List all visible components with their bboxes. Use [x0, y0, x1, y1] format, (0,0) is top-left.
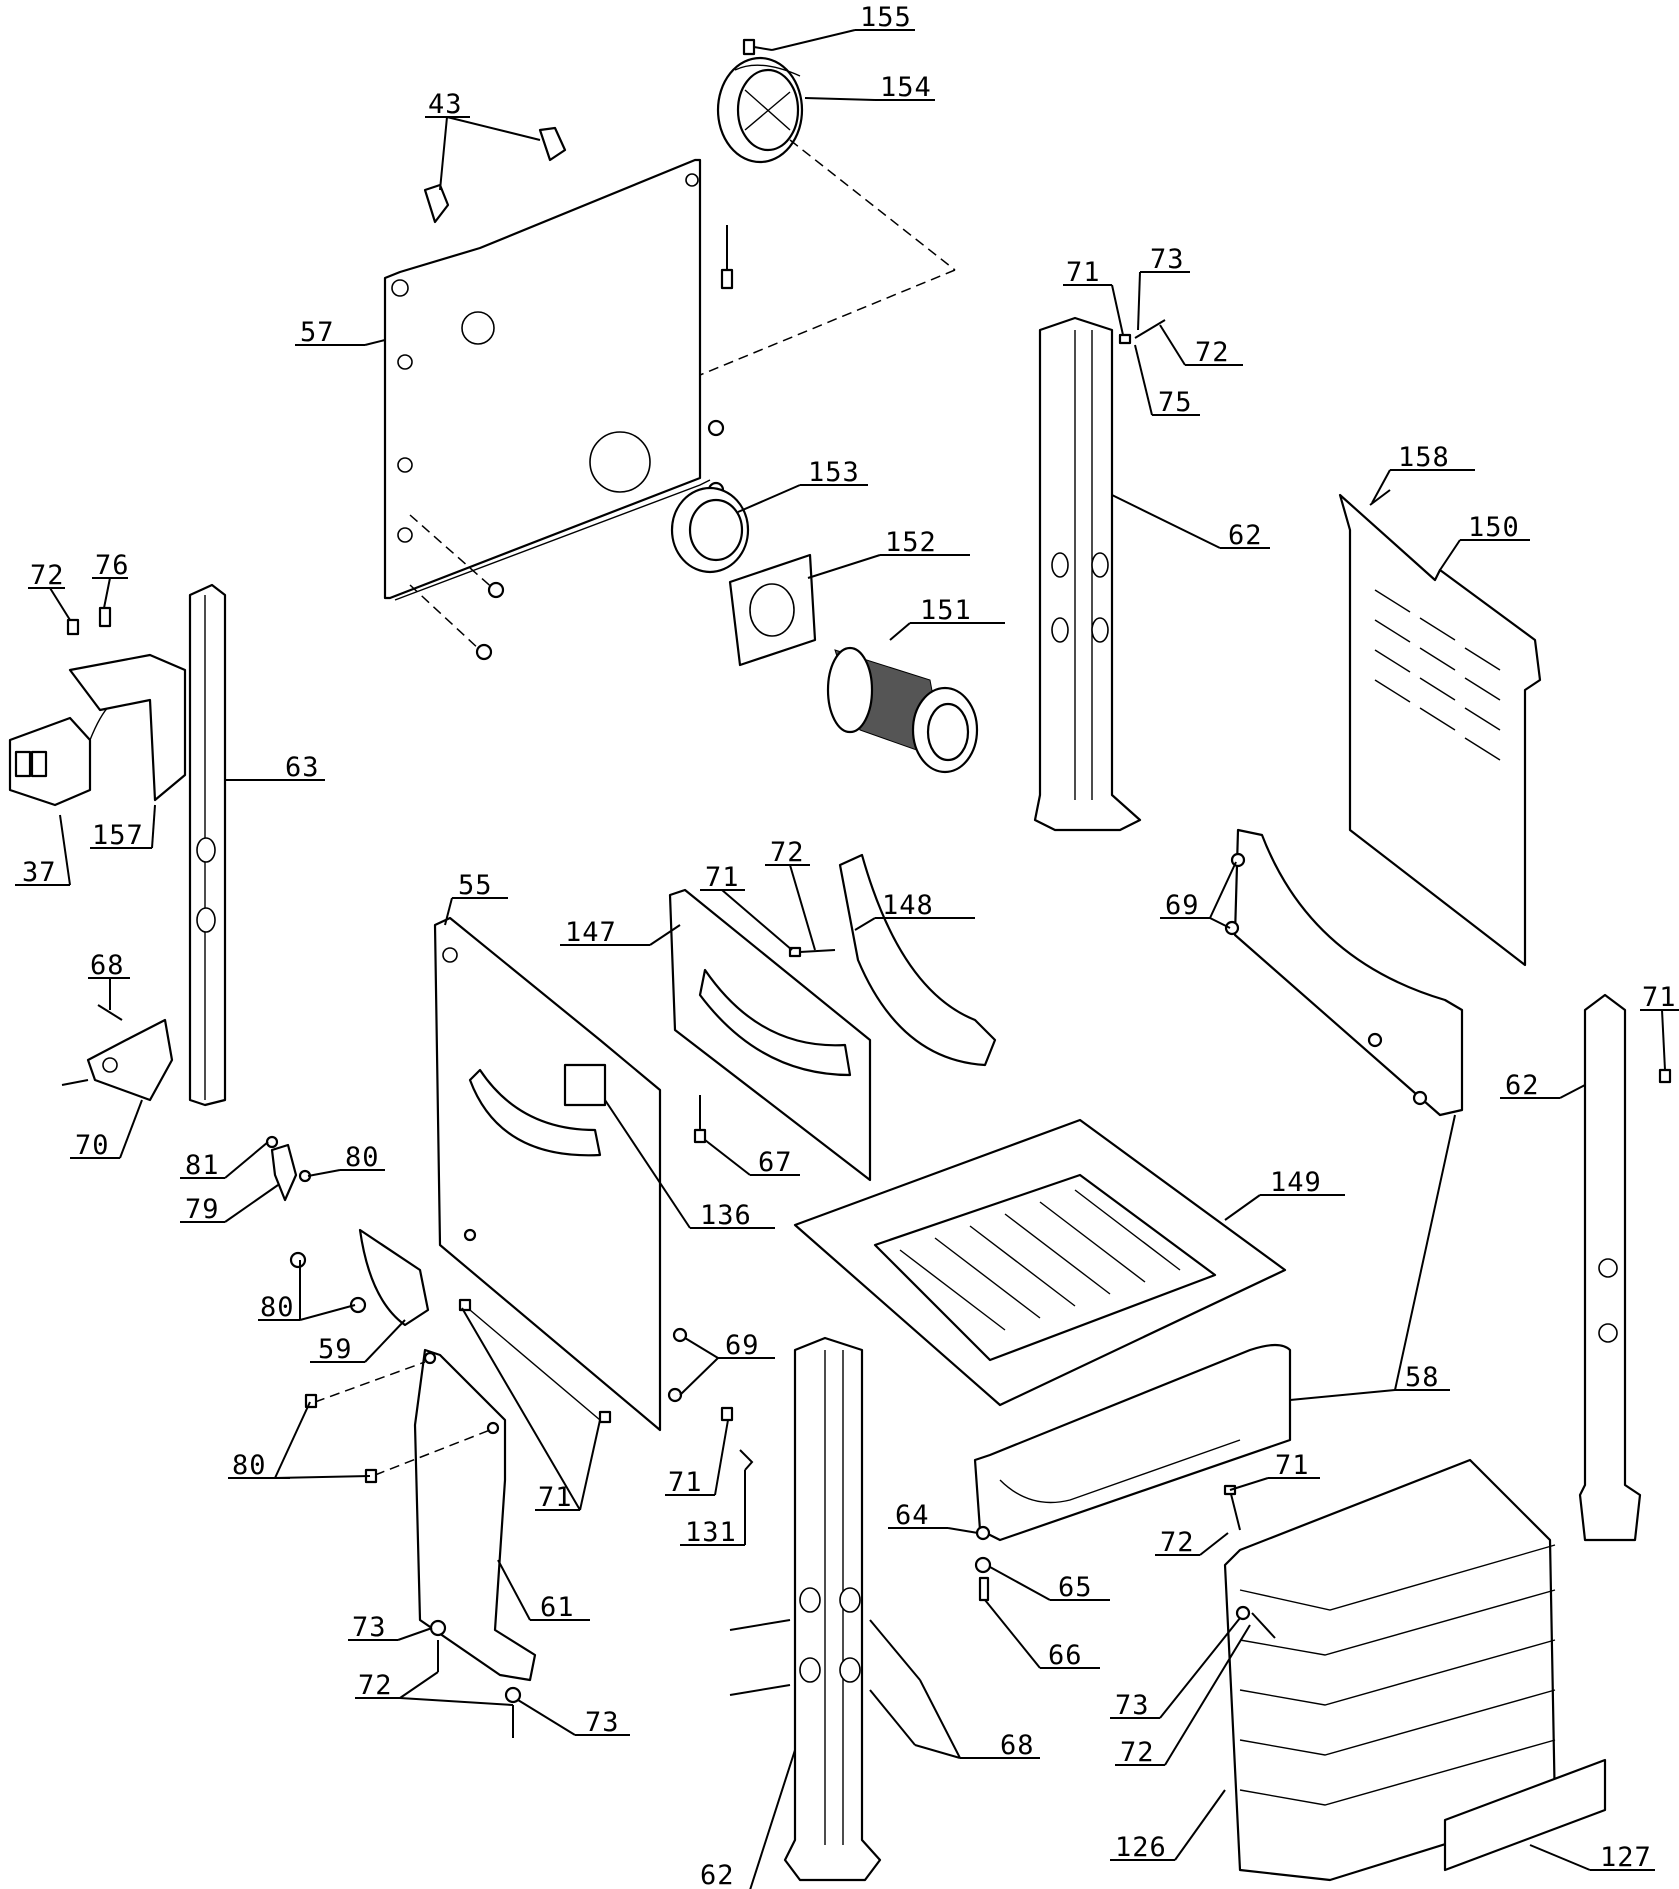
part-37-transformer	[8, 689, 161, 807]
callout-80-bottom-left: 80	[232, 1450, 267, 1481]
callout-68-upper: 68	[90, 950, 125, 981]
part-62-corner-post-upper	[1033, 316, 1166, 832]
callout-75: 75	[1158, 387, 1193, 418]
callout-72-mid: 72	[770, 837, 805, 868]
callout-43: 43	[428, 89, 463, 120]
part-154-flue-collar	[716, 56, 804, 164]
part-153-gasket	[670, 486, 750, 574]
callout-71-lower-right: 71	[1275, 1450, 1310, 1481]
callout-79: 79	[185, 1194, 220, 1225]
callout-151: 151	[920, 595, 972, 626]
callout-147: 147	[565, 917, 617, 948]
callout-61: 61	[540, 1592, 575, 1623]
leader-dash-154b	[699, 269, 956, 376]
part-150-heat-shield	[1338, 493, 1542, 967]
callout-73-top: 73	[1150, 244, 1185, 275]
part-63-left-post	[188, 583, 227, 1107]
callout-127: 127	[1600, 1842, 1652, 1873]
callout-148: 148	[882, 890, 934, 921]
callout-72-lower-right: 72	[1160, 1527, 1195, 1558]
part-149-grate-tray	[793, 1118, 1287, 1407]
callout-64: 64	[895, 1500, 930, 1531]
part-70-foot-bracket	[61, 1004, 174, 1102]
callout-157: 157	[92, 820, 144, 851]
callout-62-upper: 62	[1228, 520, 1263, 551]
part-61-lower-shield	[304, 1348, 537, 1682]
callout-155: 155	[860, 2, 912, 33]
callout-69-upper: 69	[1165, 890, 1200, 921]
callout-58: 58	[1405, 1362, 1440, 1393]
callout-69-lower: 69	[725, 1330, 760, 1361]
callout-73-bottom: 73	[585, 1707, 620, 1738]
callout-55: 55	[458, 870, 493, 901]
callout-72-right-bottom: 72	[1120, 1737, 1155, 1768]
callout-154: 154	[880, 72, 932, 103]
callout-73-left: 73	[352, 1612, 387, 1643]
part-72-76-fasteners-left	[66, 606, 112, 636]
callout-68-lower: 68	[1000, 1730, 1035, 1761]
callout-153: 153	[808, 457, 860, 488]
callout-72-left: 72	[30, 560, 65, 591]
callout-37: 37	[22, 857, 57, 888]
part-55-side-panel	[433, 916, 688, 1432]
callout-71-mid: 71	[705, 862, 740, 893]
callout-72-top: 72	[1195, 337, 1230, 368]
callout-150: 150	[1468, 512, 1520, 543]
callout-76: 76	[95, 550, 130, 581]
callout-leaders	[15, 29, 1679, 1889]
callout-65: 65	[1058, 1572, 1093, 1603]
leader-dash-154	[789, 139, 956, 271]
callout-80-top: 80	[345, 1142, 380, 1173]
callout-57: 57	[300, 317, 335, 348]
callout-149: 149	[1270, 1167, 1322, 1198]
part-64-66-hardware	[974, 1525, 992, 1602]
callout-152: 152	[885, 527, 937, 558]
callout-72-left-bottom: 72	[358, 1670, 393, 1701]
callout-81: 81	[185, 1150, 220, 1181]
part-151-flex-pipe	[826, 646, 979, 774]
part-126-burner-box	[1223, 1458, 1557, 1882]
part-127-label	[1443, 1758, 1607, 1872]
part-147-side-plate	[668, 888, 872, 1182]
part-131-key	[720, 1406, 754, 1471]
callout-63: 63	[285, 752, 320, 783]
callout-71-top: 71	[1066, 257, 1101, 288]
part-72-73-bottom-fasteners	[429, 1619, 522, 1738]
part-59-deflector	[289, 1228, 430, 1327]
callout-66: 66	[1048, 1640, 1083, 1671]
callout-62-right: 62	[1505, 1070, 1540, 1101]
part-148-curved-bracket	[838, 853, 997, 1067]
callout-71-right: 71	[1642, 982, 1677, 1013]
callout-67: 67	[758, 1147, 793, 1178]
callout-62-center: 62	[700, 1860, 735, 1889]
callout-80-left: 80	[260, 1292, 295, 1323]
callout-158: 158	[1398, 442, 1450, 473]
callout-73-right: 73	[1115, 1690, 1150, 1721]
callout-71-lower-left: 71	[538, 1482, 573, 1513]
part-155-screw	[742, 38, 773, 56]
part-152-plate	[728, 553, 817, 667]
part-57-back-panel	[383, 158, 734, 661]
part-69-bracket-upper	[1224, 828, 1464, 1117]
callout-136: 136	[700, 1200, 752, 1231]
part-62-center-post	[729, 1336, 921, 1882]
callout-131: 131	[685, 1517, 737, 1548]
part-43-clips	[423, 126, 567, 224]
part-58-bracket-lower	[973, 1343, 1292, 1542]
part-67-bolt	[693, 1095, 707, 1144]
callout-59: 59	[318, 1334, 353, 1365]
callout-126: 126	[1115, 1832, 1167, 1863]
part-79-latch	[265, 1135, 312, 1202]
callout-70: 70	[75, 1130, 110, 1161]
part-157-bracket	[68, 653, 187, 802]
callout-71-lower-mid: 71	[668, 1467, 703, 1498]
part-62-right-post	[1578, 993, 1672, 1542]
